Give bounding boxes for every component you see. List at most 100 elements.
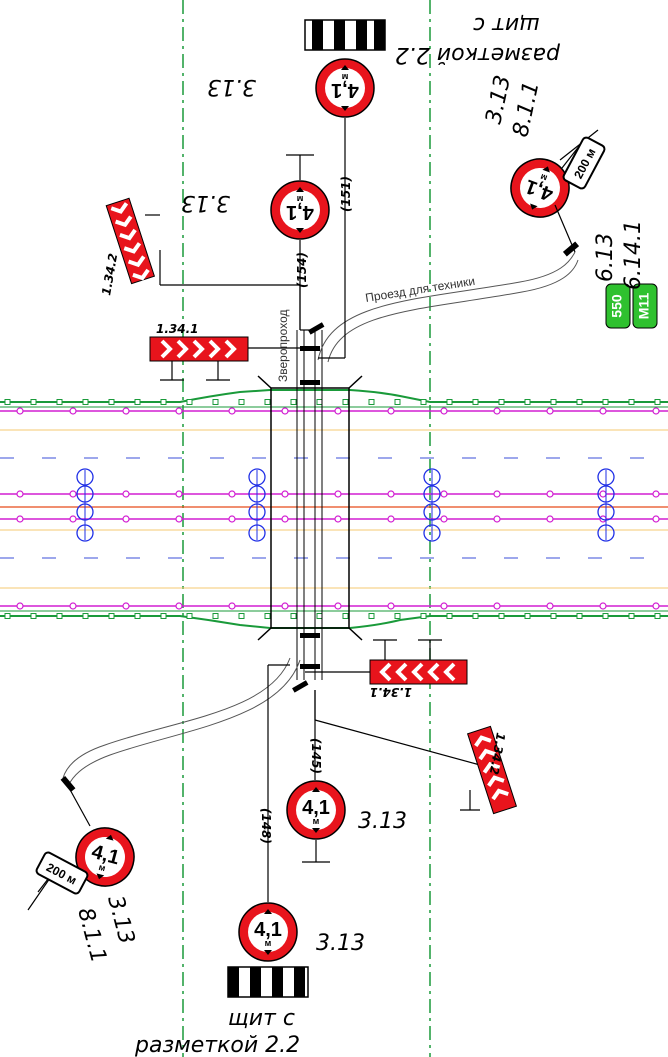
height-limit-sign: 4,1м (270, 180, 330, 240)
edge-marker (160, 613, 167, 619)
marker-dot (599, 490, 607, 498)
marker-dot (228, 490, 236, 498)
height-limit-sign: 4,1м (75, 827, 135, 887)
chevron-board-1-34-1-top (149, 336, 249, 362)
edge-marker (82, 613, 89, 619)
marker-dot (493, 407, 501, 415)
marker-dot (546, 407, 554, 415)
edge-marker (30, 613, 37, 619)
height-limit-sign: 4,1м (238, 902, 298, 962)
marker-dot (175, 602, 183, 610)
post-bars (60, 241, 580, 793)
edge-marker (628, 399, 635, 405)
marker-dot (387, 602, 395, 610)
edge-marker (316, 613, 323, 619)
edge-marker (4, 613, 11, 619)
label-6-13: 6.13 (593, 233, 618, 282)
shield-top-line2: щит с (473, 12, 540, 37)
marker-dot (281, 515, 289, 523)
route-badges: 550 М11 (605, 283, 658, 329)
edge-marker (56, 399, 63, 405)
label-3-13-e: 3.13 (316, 931, 365, 956)
edge-marker (238, 613, 245, 619)
edge-marker (446, 399, 453, 405)
label-1-34-2-top: 1.34.2 (99, 252, 120, 296)
marker-dot (599, 407, 607, 415)
edge-marker (82, 399, 89, 405)
label-3-13-a: 3.13 (207, 74, 256, 99)
overpass-structure (257, 330, 363, 680)
edge-marker (524, 399, 531, 405)
edge-marker (4, 399, 11, 405)
sign-unit: м (539, 172, 549, 184)
dist-148: (148) (259, 808, 273, 844)
tech-road-bottom (62, 657, 301, 787)
edge-marker (56, 613, 63, 619)
marker-dot (16, 515, 24, 523)
marker-dot (16, 490, 24, 498)
edge-marker (108, 613, 115, 619)
edge-marker (550, 613, 557, 619)
marker-dot (652, 490, 660, 498)
sign-unit: м (265, 938, 272, 948)
label-3-13-d: 3.13 (358, 809, 407, 834)
edge-marker (186, 399, 193, 405)
marker-dot (175, 515, 183, 523)
sign-unit: м (98, 862, 107, 873)
edge-marker (576, 399, 583, 405)
label-3-13-f: 3.13 (102, 893, 139, 947)
median-supports (76, 468, 615, 542)
edge-marker (524, 613, 531, 619)
edge-marker (264, 399, 271, 405)
edge-marker (602, 613, 609, 619)
label-3-13-b: 3.13 (181, 190, 230, 215)
chevron-board-1-34-1-bottom (369, 659, 468, 685)
sign-value: 4,1 (286, 201, 314, 223)
marker-dot (334, 490, 342, 498)
marker-dot (546, 515, 554, 523)
dist-151: (151) (339, 176, 353, 212)
marker-dot (281, 407, 289, 415)
marker-dot (387, 490, 395, 498)
marker-dot (122, 515, 130, 523)
marker-dot (16, 407, 24, 415)
km-badge: 550 (609, 294, 625, 318)
marker-dot (228, 407, 236, 415)
edge-marker (316, 399, 323, 405)
distance-plate-top-right: 200 м (562, 136, 606, 190)
marker-dot (281, 490, 289, 498)
marker-dot (122, 490, 130, 498)
marker-dot (69, 490, 77, 498)
edge-marker (342, 399, 349, 405)
marker-dot (440, 490, 448, 498)
marker-dot (16, 602, 24, 610)
marker-dot (175, 490, 183, 498)
sign-value: 4,1 (254, 919, 282, 941)
edge-marker (654, 613, 661, 619)
edge-marker (290, 613, 297, 619)
edge-marker (472, 399, 479, 405)
edge-marker (420, 399, 427, 405)
edge-marker (394, 613, 401, 619)
highway (0, 389, 668, 629)
marker-dot (546, 602, 554, 610)
edge-marker (30, 399, 37, 405)
edge-marker (160, 399, 167, 405)
label-8-1-1-bottom: 8.1.1 (72, 905, 111, 966)
striped-shield-top (304, 19, 386, 51)
striped-shield-bottom (227, 966, 309, 998)
edge-marker (550, 399, 557, 405)
marker-dot (122, 407, 130, 415)
sign-value: 4,1 (331, 79, 359, 101)
edge-marker (576, 613, 583, 619)
marker-dot (69, 515, 77, 523)
edge-marker (498, 613, 505, 619)
marker-dot (334, 515, 342, 523)
marker-dot (387, 515, 395, 523)
dist-154: (154) (295, 252, 309, 288)
sign-unit: м (341, 72, 348, 82)
edge-marker (290, 399, 297, 405)
marker-dot (122, 602, 130, 610)
marker-dot (387, 407, 395, 415)
